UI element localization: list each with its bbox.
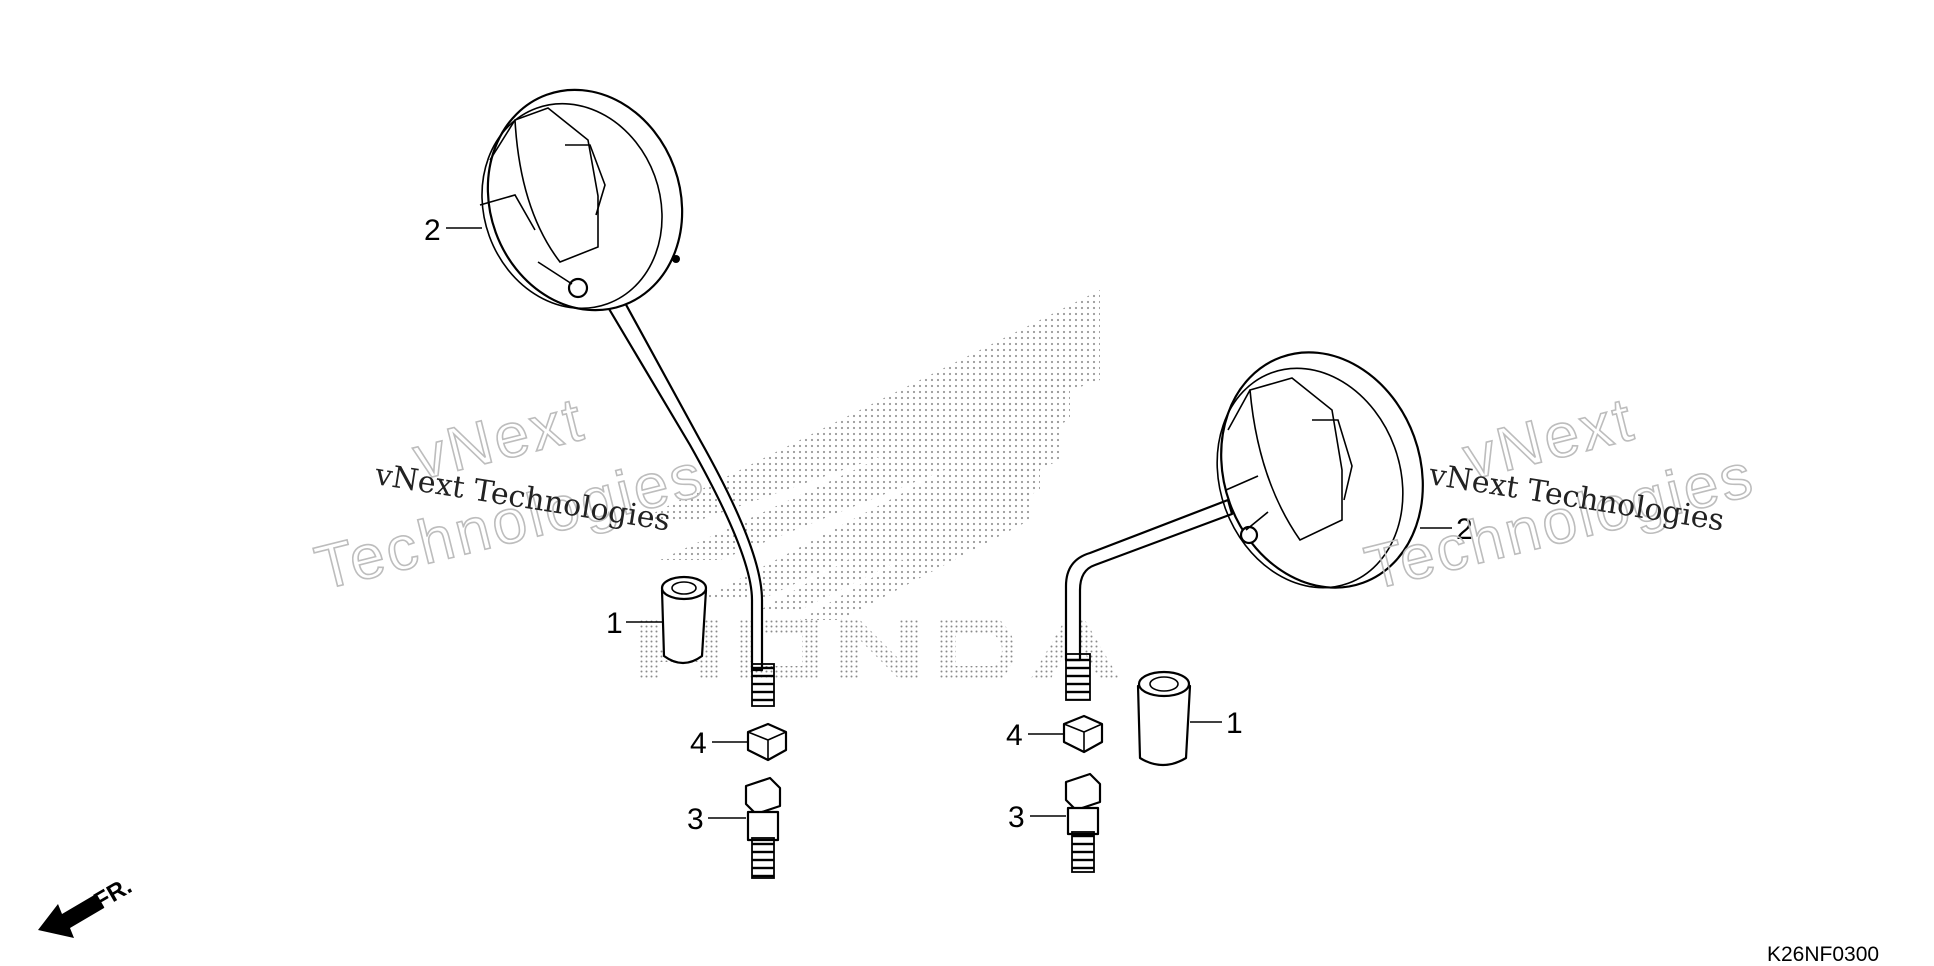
callout-right-mirror: 2 <box>1456 513 1473 546</box>
callout-left-mirror: 2 <box>424 214 441 247</box>
logo-letters <box>640 620 1120 680</box>
front-arrow-icon <box>38 894 104 938</box>
right-mirror-assembly <box>1062 351 1424 873</box>
callout-left-nut: 4 <box>690 727 707 760</box>
front-direction-indicator: FR. <box>38 872 136 938</box>
callout-left-cover: 1 <box>606 607 623 640</box>
right-hex-nut <box>1062 714 1104 754</box>
callout-left-adapter: 3 <box>687 803 704 836</box>
callout-right-cover: 1 <box>1226 707 1243 740</box>
left-rubber-cover <box>660 575 708 665</box>
right-rubber-cover <box>1136 670 1192 767</box>
left-mirror-head <box>479 88 684 312</box>
callout-right-adapter: 3 <box>1008 801 1025 834</box>
right-adapter-bolt <box>1064 772 1102 873</box>
left-adapter-bolt <box>744 776 782 879</box>
diagram-code: K26NF0300 <box>1767 943 1879 966</box>
left-mirror-assembly <box>479 88 788 879</box>
watermark-left: vNext Technologies vNext Technologies <box>308 384 712 605</box>
right-mirror-head <box>1216 351 1424 589</box>
callout-right-nut: 4 <box>1006 719 1023 752</box>
left-hex-nut <box>746 722 788 762</box>
callout-leaders <box>446 227 1452 819</box>
